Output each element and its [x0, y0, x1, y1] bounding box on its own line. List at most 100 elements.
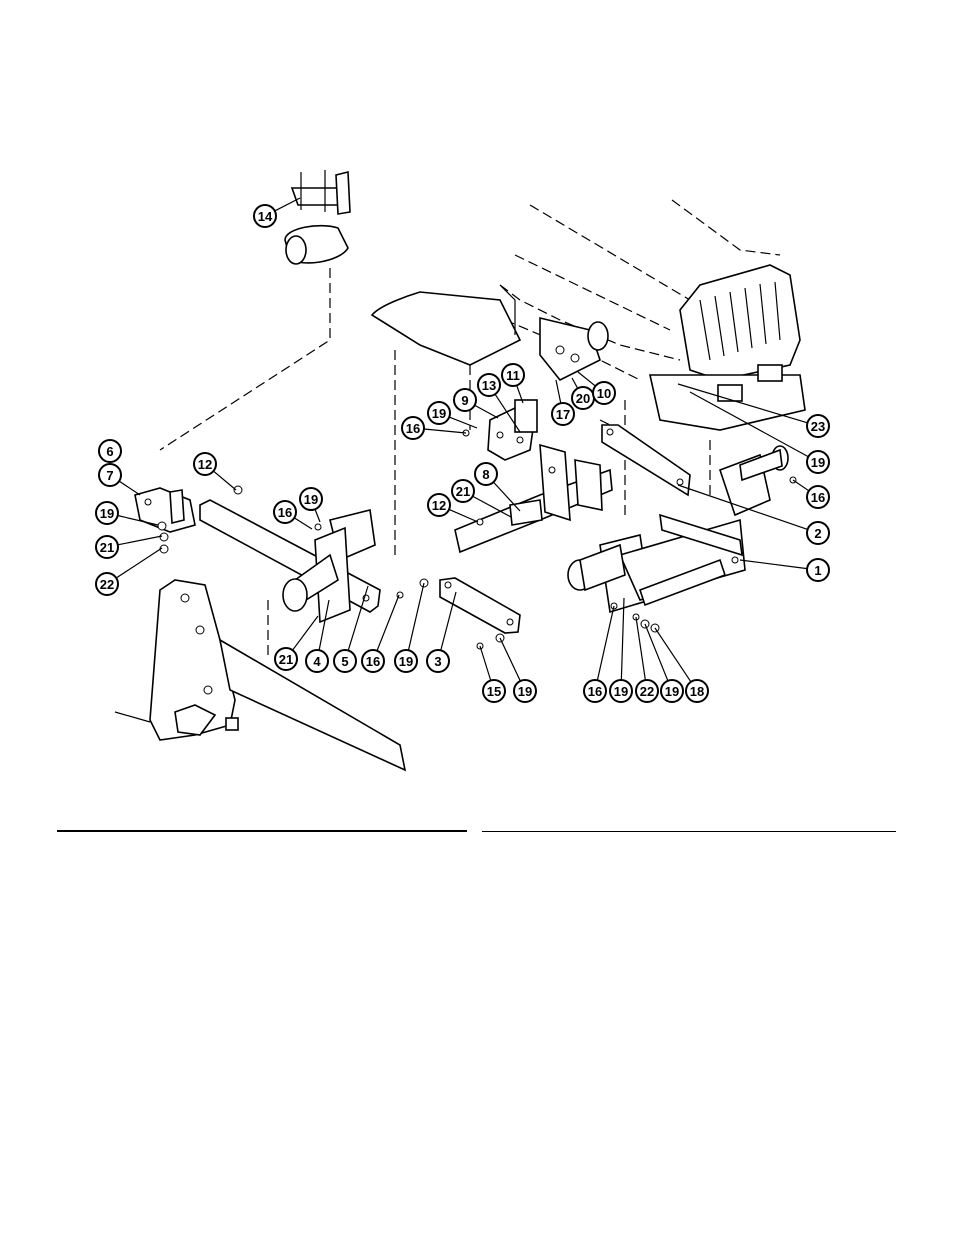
callout-label: 1: [814, 563, 821, 578]
callout-label: 10: [597, 386, 611, 401]
callout-c19d: 19: [428, 402, 450, 424]
callout-c19a: 19: [96, 502, 118, 524]
callout-c2: 2: [807, 522, 829, 544]
leader-line-c15: [480, 646, 491, 680]
callout-label: 23: [811, 419, 825, 434]
callout-c6: 6: [99, 440, 121, 462]
leader-line-c16b: [377, 595, 399, 651]
leader-line-c20: [572, 378, 578, 388]
callout-label: 16: [588, 684, 602, 699]
leader-line-c18: [655, 628, 691, 682]
callout-c18: 18: [686, 680, 708, 702]
callout-label: 19: [518, 684, 532, 699]
callout-c1: 1: [807, 559, 829, 581]
callout-c17: 17: [552, 403, 574, 425]
exploded-parts-diagram: 1467192122121619214516193161991311122181…: [0, 0, 954, 820]
callout-label: 13: [482, 378, 496, 393]
leader-line-c7: [119, 481, 140, 495]
callout-label: 19: [811, 455, 825, 470]
callout-label: 11: [506, 368, 520, 383]
callout-c5: 5: [334, 650, 356, 672]
callout-c16e: 16: [584, 680, 606, 702]
callout-label: 12: [432, 498, 446, 513]
callout-label: 17: [556, 407, 570, 422]
callout-c16b: 16: [362, 650, 384, 672]
leader-line-c21c: [473, 496, 511, 517]
callout-c19c: 19: [395, 650, 417, 672]
callout-label: 7: [106, 468, 113, 483]
callout-label: 4: [313, 654, 321, 669]
callout-label: 15: [487, 684, 501, 699]
callout-c3: 3: [427, 650, 449, 672]
callout-label: 18: [690, 684, 704, 699]
callout-label: 19: [432, 406, 446, 421]
callout-c12a: 12: [194, 453, 216, 475]
leader-line-c21b: [293, 616, 318, 650]
callout-c8: 8: [475, 463, 497, 485]
callout-c21c: 21: [452, 480, 474, 502]
leader-line-c19e: [500, 638, 520, 681]
callout-c11: 11: [502, 364, 524, 386]
callout-c13: 13: [478, 374, 500, 396]
callout-label: 22: [640, 684, 654, 699]
callout-c19g: 19: [610, 680, 632, 702]
leader-line-c16e: [597, 606, 614, 680]
callout-label: 14: [258, 209, 273, 224]
callout-label: 3: [434, 654, 441, 669]
callout-label: 21: [279, 652, 293, 667]
leader-line-c22a: [116, 548, 162, 578]
leader-line-c16c: [424, 429, 466, 433]
leader-line-c19d: [449, 417, 477, 428]
leader-line-c8: [493, 482, 520, 511]
callout-label: 19: [304, 492, 318, 507]
leader-line-c17: [556, 380, 561, 403]
callout-c19e: 19: [514, 680, 536, 702]
leader-line-c1: [740, 560, 807, 569]
leader-line-c19b: [315, 509, 320, 522]
callout-c21b: 21: [275, 648, 297, 670]
leader-line-c14: [275, 198, 300, 211]
callout-c19b: 19: [300, 488, 322, 510]
leader-line-c16d: [793, 480, 809, 491]
leader-line-c19h: [645, 624, 668, 681]
callout-label: 6: [106, 444, 113, 459]
callout-label: 16: [811, 490, 825, 505]
leader-line-c9: [475, 405, 498, 418]
bracket-plate-9: [488, 400, 537, 460]
callout-c22b: 22: [636, 680, 658, 702]
leader-line-c10: [578, 372, 595, 386]
right-plate-2: [602, 425, 690, 495]
callout-label: 19: [100, 506, 114, 521]
callout-label: 19: [614, 684, 628, 699]
callout-label: 8: [482, 467, 489, 482]
leader-line-c19c: [408, 583, 424, 650]
callout-c12b: 12: [428, 494, 450, 516]
callout-label: 9: [461, 393, 468, 408]
callout-label: 16: [278, 505, 292, 520]
callout-c23: 23: [807, 415, 829, 437]
callout-label: 2: [814, 526, 821, 541]
callout-c4: 4: [306, 650, 328, 672]
leader-line-c21a: [118, 536, 162, 545]
callout-label: 21: [456, 484, 470, 499]
callout-c15: 15: [483, 680, 505, 702]
callout-c21a: 21: [96, 536, 118, 558]
callout-label: 16: [406, 421, 420, 436]
leader-line-c12a: [213, 471, 236, 490]
middle-crossmember: [455, 445, 612, 552]
callout-c22a: 22: [96, 573, 118, 595]
callout-c10: 10: [593, 382, 615, 404]
callout-label: 20: [576, 391, 590, 406]
callout-c16c: 16: [402, 417, 424, 439]
callout-label: 19: [399, 654, 413, 669]
callout-c9: 9: [454, 389, 476, 411]
callout-c19f: 19: [807, 451, 829, 473]
callout-label: 22: [100, 577, 114, 592]
center-mount-bracket: [540, 318, 608, 380]
callout-c20: 20: [572, 387, 594, 409]
callout-label: 21: [100, 540, 114, 555]
callout-c16a: 16: [274, 501, 296, 523]
leader-line-c19g: [621, 598, 624, 680]
callout-label: 16: [366, 654, 380, 669]
leader-line-c12b: [449, 509, 478, 522]
